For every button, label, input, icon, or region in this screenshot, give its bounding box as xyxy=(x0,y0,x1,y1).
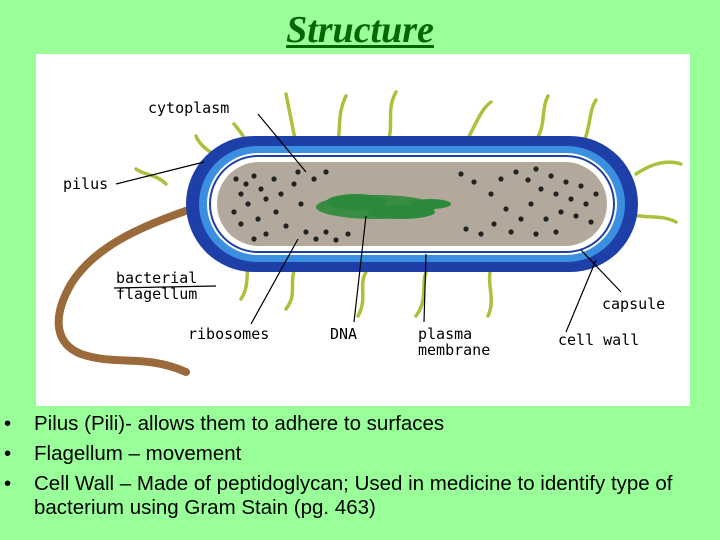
dna-shape xyxy=(316,194,451,219)
bullet-item: • Pilus (Pili)- allows them to adhere to … xyxy=(0,412,720,436)
bullet-list: • Pilus (Pili)- allows them to adhere to … xyxy=(0,412,720,526)
label-cell-wall: cell wall xyxy=(558,331,640,349)
ribosomes-shape xyxy=(231,166,599,243)
bullet-item: • Cell Wall – Made of peptidoglycan; Used… xyxy=(0,472,720,520)
leader-lines xyxy=(113,113,622,333)
bacterium-illustration xyxy=(54,90,683,376)
bullet-marker: • xyxy=(4,412,12,435)
label-cytoplasm: cytoplasm xyxy=(148,99,230,117)
bullet-text: Cell Wall – Made of peptidoglycan; Used … xyxy=(34,472,673,519)
label-bacterial-flagellum: bacterial flagellum xyxy=(116,269,198,303)
slide-title: Structure xyxy=(286,9,434,51)
bullet-marker: • xyxy=(4,472,12,495)
flagellum xyxy=(54,200,210,376)
label-pilus: pilus xyxy=(63,175,109,193)
bullet-item: • Flagellum – movement xyxy=(0,442,720,466)
label-capsule: capsule xyxy=(602,295,666,313)
bullet-text: Pilus (Pili)- allows them to adhere to s… xyxy=(34,412,445,435)
label-plasma-membrane: plasma membrane xyxy=(418,325,491,359)
bacterium-diagram: cytoplasm pilus bacterial flagellum ribo… xyxy=(36,54,690,406)
bullet-text: Flagellum – movement xyxy=(34,442,242,465)
bullet-marker: • xyxy=(4,442,12,465)
label-dna: DNA xyxy=(330,325,358,343)
label-ribosomes: ribosomes xyxy=(188,325,270,343)
